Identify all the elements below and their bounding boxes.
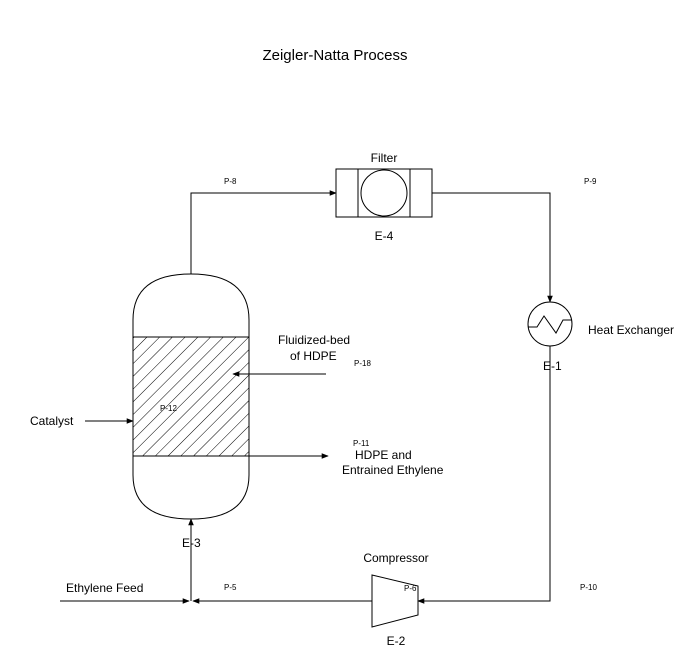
stream-p6-label: P-6 [404, 584, 417, 593]
heat-exchanger-tag: E-1 [543, 359, 562, 373]
stream-p10-label: P-10 [580, 583, 597, 592]
stream-p10-line [417, 346, 551, 604]
stream-p8-label: P-8 [224, 177, 237, 186]
stream-p9-line [432, 192, 553, 303]
diagram-title: Zeigler-Natta Process [262, 47, 407, 64]
stream-p8-line [190, 190, 337, 274]
bed-tag: P-12 [160, 404, 177, 413]
filter-unit [335, 168, 433, 218]
ethylene-feed-label: Ethylene Feed [66, 581, 143, 595]
product-label-line2: Entrained Ethylene [342, 463, 444, 477]
product-label-line1: HDPE and [355, 448, 412, 462]
catalyst-label: Catalyst [30, 414, 74, 428]
stream-p9-label: P-9 [584, 177, 597, 186]
compressor-name: Compressor [363, 551, 428, 565]
stream-p11-label: P-11 [353, 439, 370, 448]
compressor [371, 574, 419, 628]
reactor-vessel: P-12 [132, 273, 250, 520]
heat-exchanger-name: Heat Exchanger [588, 323, 674, 337]
fluidized-bed [132, 336, 250, 457]
stream-p5-label: P-5 [224, 583, 237, 592]
fluidized-label-line2: of HDPE [290, 349, 337, 363]
filter-tag: E-4 [375, 229, 394, 243]
filter-name: Filter [371, 151, 398, 165]
compressor-tag: E-2 [387, 634, 406, 648]
fluidized-label-line1: Fluidized-bed [278, 333, 350, 347]
stream-p18-label: P-18 [354, 359, 371, 368]
heat-exchanger [527, 301, 573, 347]
